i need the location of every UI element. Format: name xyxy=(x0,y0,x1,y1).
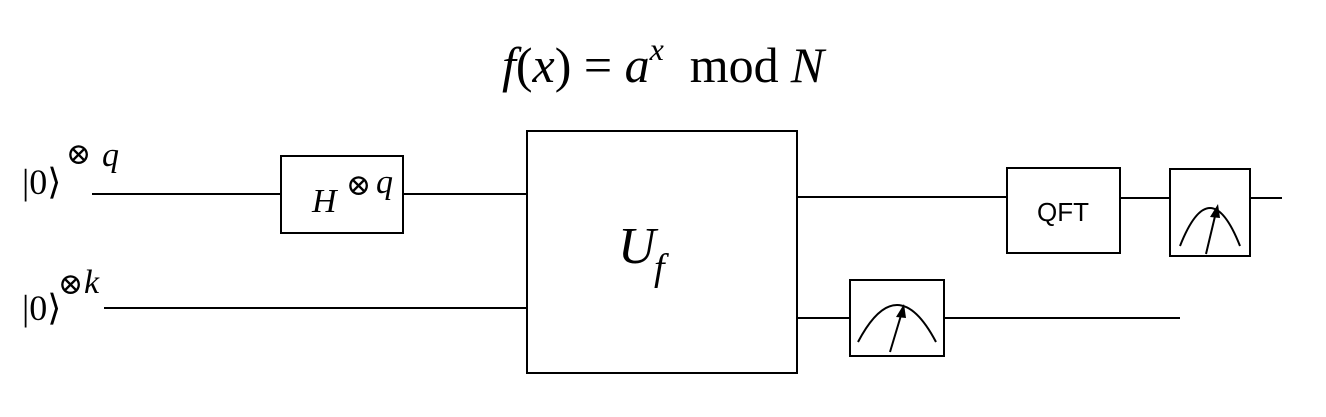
meter-needle-icon xyxy=(1205,211,1217,255)
bottom-input-tensor-symbol: ⊗ xyxy=(58,268,83,301)
meter-needle-arrow-icon xyxy=(1210,204,1220,218)
formula-open: ( xyxy=(516,37,533,93)
formula-exponent: x xyxy=(649,31,664,67)
qft-gate-label: QFT xyxy=(1037,197,1089,227)
bottom-input-power: k xyxy=(84,264,100,301)
bottom-input-ket: |0⟩ xyxy=(22,288,61,328)
meter-arc-icon xyxy=(857,304,937,343)
top-input-label: |0⟩ ⊗ q xyxy=(22,137,119,202)
wires xyxy=(92,193,1282,319)
formula-base: a xyxy=(625,37,650,93)
unitary-gate-U: U xyxy=(618,218,659,275)
top-input-power: q xyxy=(102,137,119,174)
hadamard-gate-tensor-symbol: ⊗ xyxy=(346,169,371,202)
meter-needle-arrow-icon xyxy=(896,304,906,318)
unitary-gate: U f xyxy=(526,130,798,374)
formula-N: N xyxy=(790,37,827,93)
bottom-input-label: |0⟩ ⊗ k xyxy=(22,264,100,328)
formula-close-eq: ) = xyxy=(555,37,625,93)
meter-needle-icon xyxy=(889,311,903,353)
measurement-bottom-box xyxy=(849,279,945,357)
measurement-bottom xyxy=(849,279,945,357)
unitary-gate-box xyxy=(526,130,798,374)
top-input-ket: |0⟩ xyxy=(22,162,61,202)
qft-gate-box xyxy=(1006,167,1121,254)
formula-mod: mod xyxy=(690,37,779,93)
hadamard-gate-power: q xyxy=(376,164,393,201)
hadamard-gate: H ⊗ q xyxy=(280,155,404,234)
formula-x: x xyxy=(532,37,555,93)
hadamard-gate-H: H xyxy=(311,183,339,220)
top-input-tensor-symbol: ⊗ xyxy=(66,138,91,171)
meter-arc-icon xyxy=(1179,207,1241,247)
qft-gate: QFT xyxy=(1006,167,1121,254)
hadamard-gate-box xyxy=(280,155,404,234)
measurement-top xyxy=(1169,168,1251,257)
